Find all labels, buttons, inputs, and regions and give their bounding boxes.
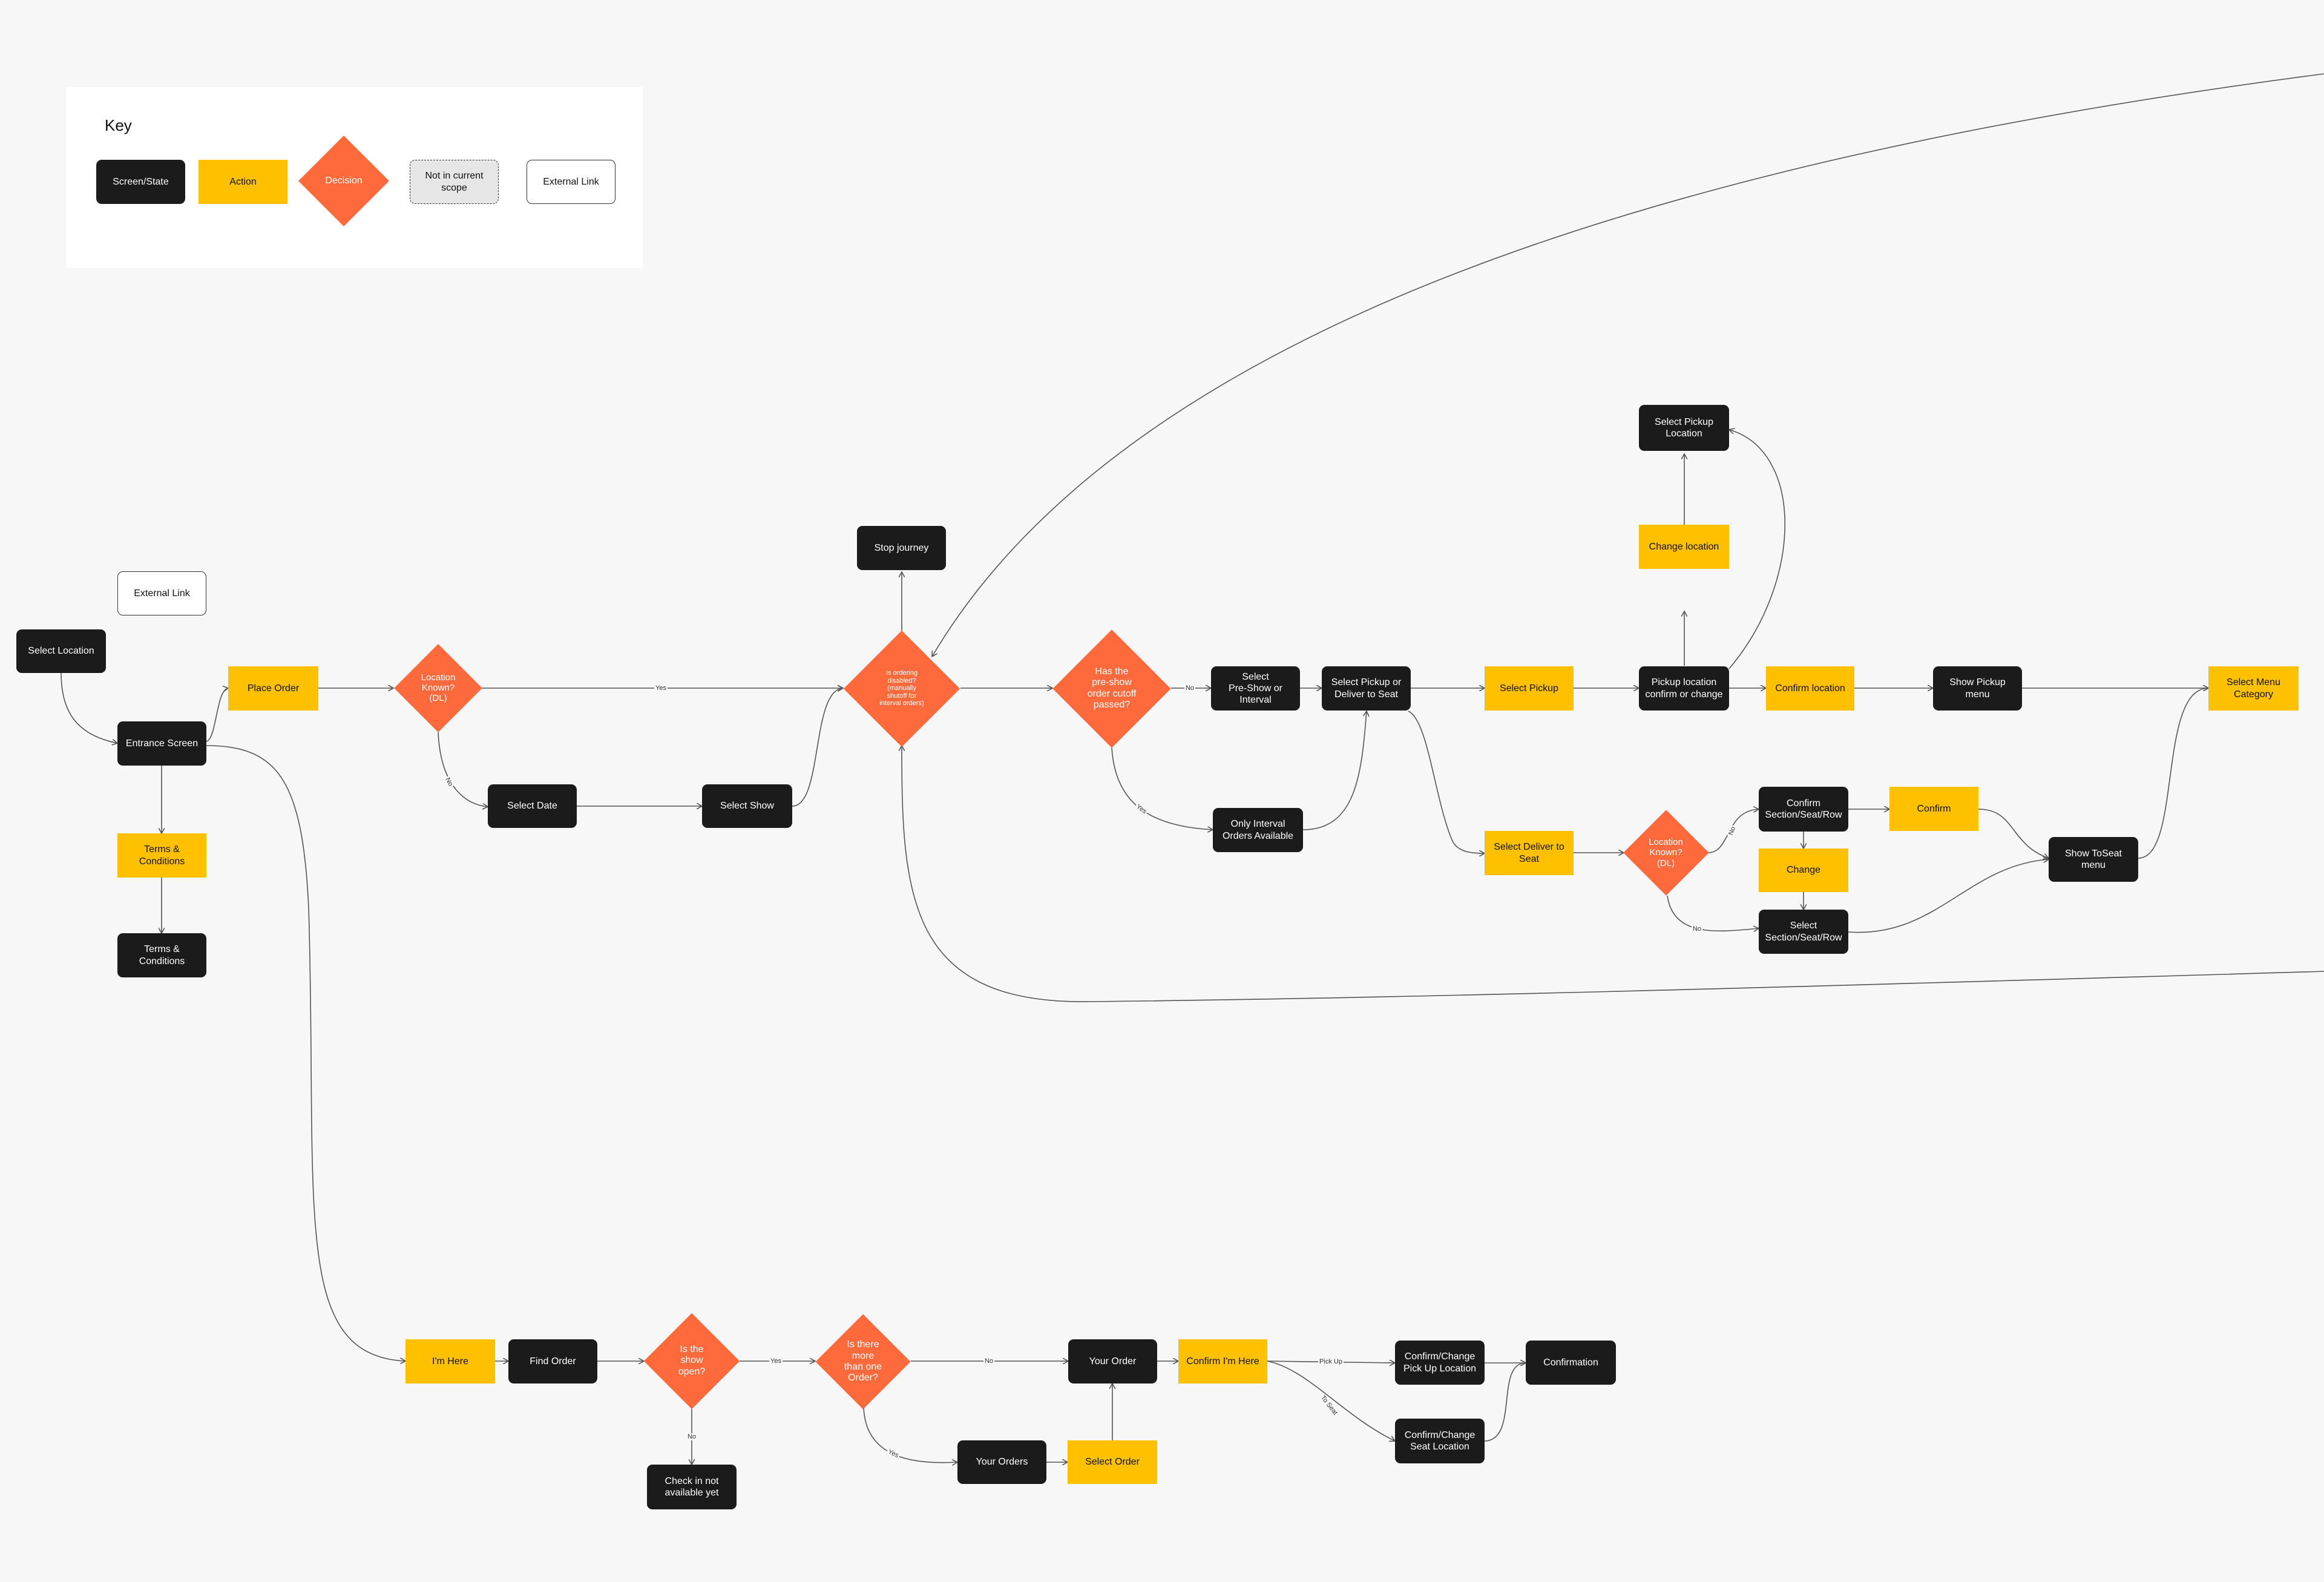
edge <box>863 1406 957 1463</box>
confirm-change-pickup-location[interactable]: Confirm/Change Pick Up Location <box>1395 1341 1485 1385</box>
decision-more-than-one-order: Is there more than one Order? <box>815 1314 911 1410</box>
edge <box>1848 859 2049 933</box>
change-location[interactable]: Change location <box>1639 525 1729 569</box>
edge <box>1267 1360 1395 1441</box>
edge <box>1484 1363 1526 1442</box>
decision-location-known-2: Location Known? (DL) <box>1623 809 1709 896</box>
legend-external-link: External Link <box>527 160 615 204</box>
edge-label-no: No <box>686 1433 698 1440</box>
change[interactable]: Change <box>1759 848 1848 892</box>
select-show[interactable]: Select Show <box>702 784 792 828</box>
terms-conditions-screen[interactable]: Terms & Conditions <box>117 933 206 977</box>
edge-label-pick-up: Pick Up <box>1318 1358 1344 1365</box>
select-pickup-location[interactable]: Select Pickup Location <box>1639 405 1729 451</box>
legend-panel: Key Screen/State Action Decision Not in … <box>66 87 643 268</box>
edge-label-no: No <box>1691 925 1703 933</box>
your-orders[interactable]: Your Orders <box>957 1440 1046 1484</box>
edge-label-yes: Yes <box>654 684 668 692</box>
decision-location-known-label: Location Known? (DL) <box>421 672 456 704</box>
legend-screen-state: Screen/State <box>96 160 185 204</box>
edge <box>438 732 488 807</box>
edge <box>792 688 843 807</box>
only-interval-orders[interactable]: Only Interval Orders Available <box>1213 808 1303 852</box>
edge <box>932 73 2324 657</box>
edge <box>1408 711 1485 853</box>
legend-not-in-scope: Not in current scope <box>410 160 499 204</box>
legend-decision-label: Decision <box>325 175 363 186</box>
edge <box>206 688 228 742</box>
select-section-seat-row[interactable]: Select Section/Seat/Row <box>1759 910 1848 954</box>
show-pickup-menu[interactable]: Show Pickup menu <box>1933 666 2022 711</box>
select-location[interactable]: Select Location <box>16 629 106 673</box>
edge <box>1978 809 2049 858</box>
confirm[interactable]: Confirm <box>1889 787 1978 831</box>
edge <box>206 745 405 1361</box>
legend-decision: Decision <box>298 136 389 226</box>
decision-show-open: Is the show open? <box>643 1313 740 1409</box>
stop-journey[interactable]: Stop journey <box>857 526 946 570</box>
decision-ordering-disabled-label: Is ordering disabled? (manually shutoff … <box>879 669 924 707</box>
show-toseat-menu[interactable]: Show ToSeat menu <box>2049 837 2138 882</box>
confirm-location[interactable]: Confirm location <box>1766 666 1854 711</box>
legend-action: Action <box>199 160 287 204</box>
decision-ordering-disabled: Is ordering disabled? (manually shutoff … <box>843 630 960 747</box>
edge <box>1302 711 1367 830</box>
external-link[interactable]: External Link <box>117 571 206 615</box>
edge <box>61 672 117 743</box>
decision-cutoff-passed-label: Has the pre-show order cutoff passed? <box>1087 666 1137 710</box>
select-pickup-or-deliver[interactable]: Select Pickup or Deliver to Seat <box>1322 666 1411 711</box>
edge <box>1729 430 1786 669</box>
edge-label-yes: Yes <box>769 1357 783 1365</box>
edge <box>902 746 2324 1002</box>
pickup-location-confirm-change[interactable]: Pickup location confirm or change <box>1639 666 1729 711</box>
your-order[interactable]: Your Order <box>1068 1339 1157 1383</box>
edge <box>1111 747 1213 830</box>
decision-location-known: Location Known? (DL) <box>394 643 482 732</box>
confirm-section-seat-row[interactable]: Confirm Section/Seat/Row <box>1759 787 1848 832</box>
place-order[interactable]: Place Order <box>228 666 318 711</box>
confirm-change-seat-location[interactable]: Confirm/Change Seat Location <box>1395 1419 1485 1463</box>
select-order[interactable]: Select Order <box>1068 1440 1157 1484</box>
edge <box>2138 688 2208 859</box>
select-preshow-interval[interactable]: Select Pre-Show or Interval <box>1211 666 1300 711</box>
edge-label-no: No <box>983 1357 995 1365</box>
select-menu-category[interactable]: Select Menu Category <box>2208 666 2299 711</box>
select-deliver-to-seat[interactable]: Select Deliver to Seat <box>1485 831 1574 875</box>
terms-conditions-action[interactable]: Terms & Conditions <box>117 833 206 878</box>
decision-location-known-2-label: Location Known? (DL) <box>1649 837 1683 868</box>
decision-show-open-label: Is the show open? <box>678 1344 706 1377</box>
decision-more-than-one-order-label: Is there more than one Order? <box>844 1339 882 1383</box>
decision-cutoff-passed: Has the pre-show order cutoff passed? <box>1052 629 1171 748</box>
confirmation[interactable]: Confirmation <box>1526 1341 1616 1385</box>
select-pickup[interactable]: Select Pickup <box>1485 666 1574 711</box>
edge <box>1667 895 1759 931</box>
select-date[interactable]: Select Date <box>488 784 577 828</box>
legend-title: Key <box>105 116 132 134</box>
confirm-im-here[interactable]: Confirm I'm Here <box>1178 1339 1267 1383</box>
edge-label-no: No <box>1184 684 1196 692</box>
check-in-not-available[interactable]: Check in not available yet <box>647 1465 737 1509</box>
entrance-screen[interactable]: Entrance Screen <box>117 721 206 766</box>
find-order[interactable]: Find Order <box>508 1339 597 1383</box>
im-here[interactable]: I'm Here <box>405 1339 495 1383</box>
